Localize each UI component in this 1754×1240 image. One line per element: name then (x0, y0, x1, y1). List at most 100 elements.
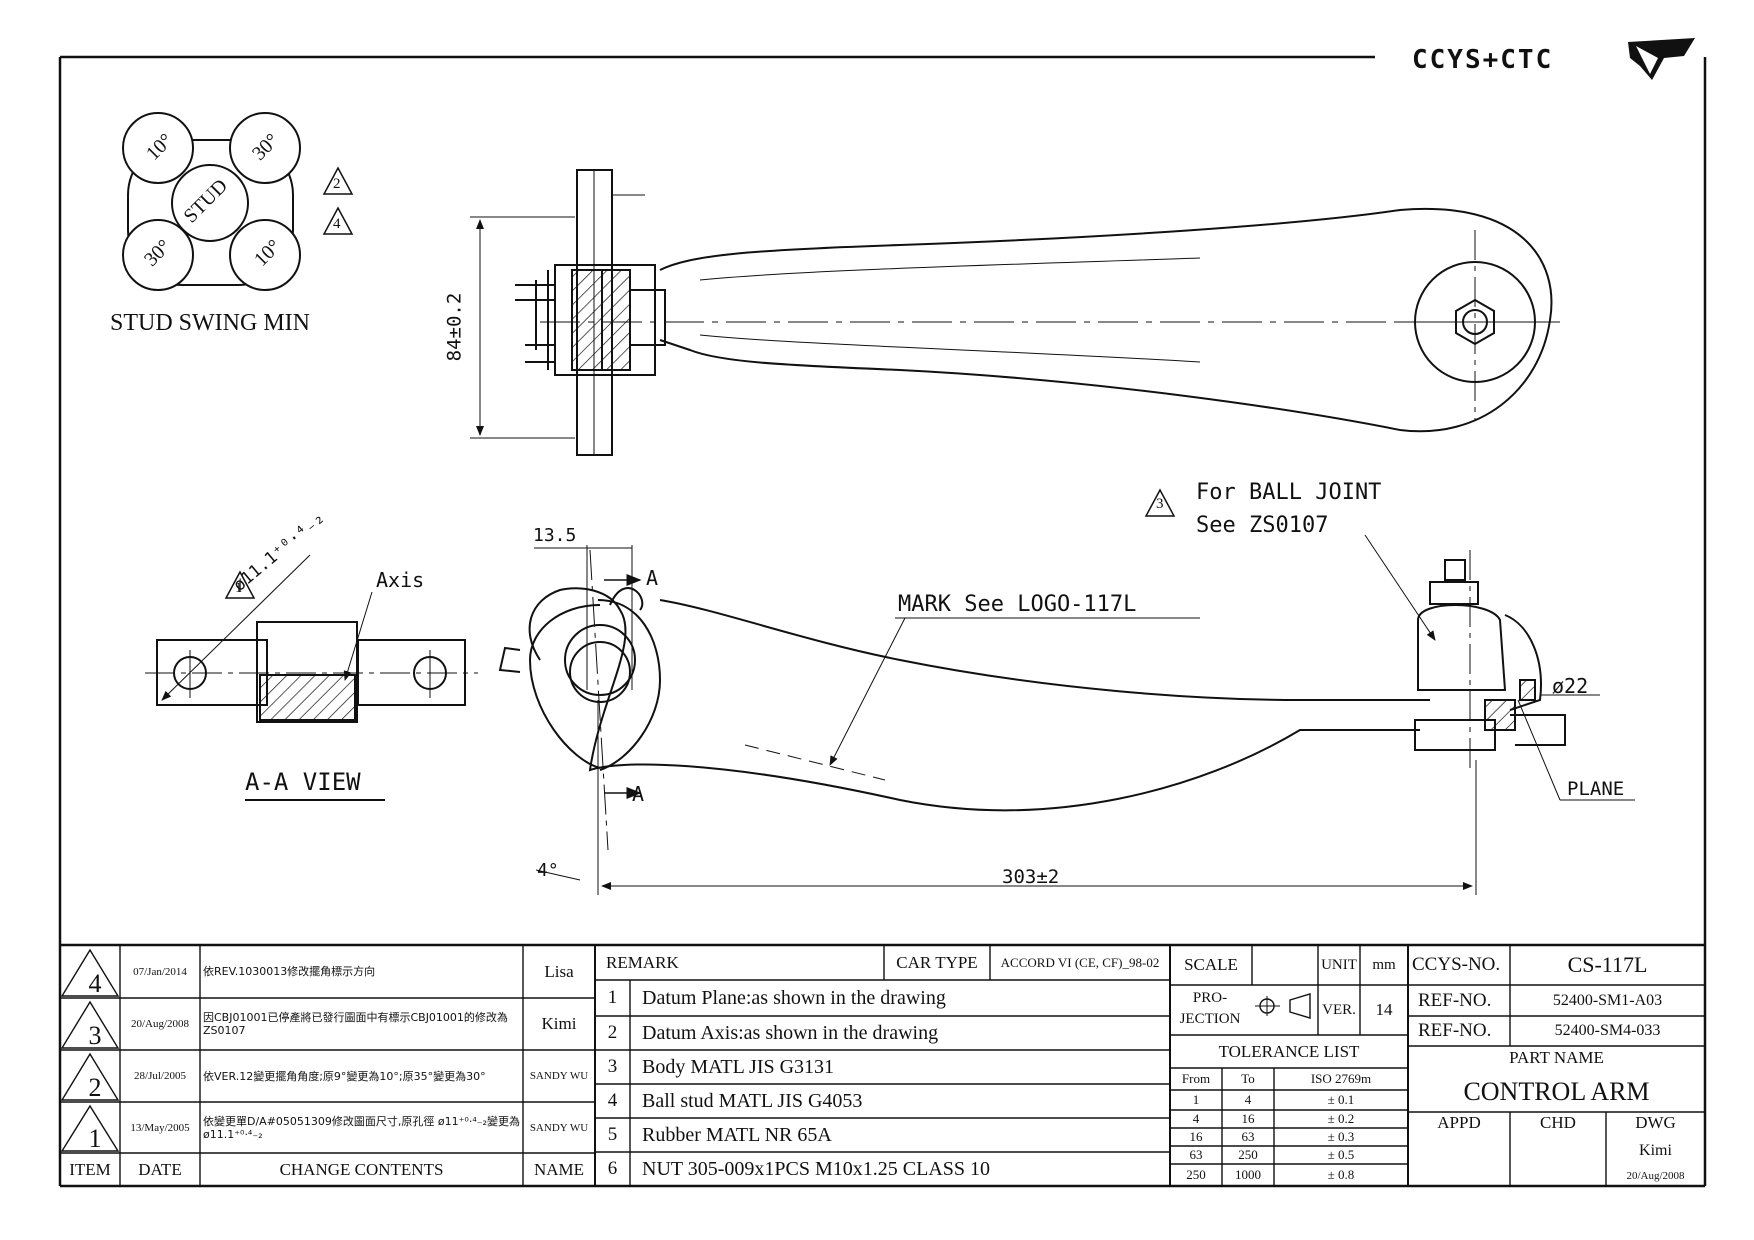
dim-length: 303±2 (1002, 866, 1060, 888)
side-view-arm (498, 488, 1635, 895)
rev-row-1-date: 13/May/2005 (130, 1121, 190, 1134)
remark-1-text: Datum Plane:as shown in the drawing (642, 986, 946, 1009)
dim-22: ø22 (1552, 674, 1589, 698)
rev-row-3-date: 20/Aug/2008 (130, 1018, 190, 1030)
ref-no-2-label: REF-NO. (1418, 1020, 1492, 1041)
remark-3-no: 3 (607, 1056, 618, 1077)
aa-view-title: A-A VIEW (245, 768, 361, 796)
dwg-label: DWG (1635, 1113, 1676, 1132)
title-block-grid (60, 943, 1705, 1186)
remark-3-text: Body MATL JIS G3131 (642, 1055, 835, 1078)
top-view-arm (470, 169, 1560, 456)
stud-swing-label: STUD SWING MIN (110, 310, 310, 336)
ball-joint-note-line2: See ZS0107 (1196, 513, 1329, 538)
remark-2-no: 2 (607, 1022, 618, 1043)
dim-angle: 4° (537, 860, 559, 881)
unit-value: mm (1372, 956, 1396, 973)
rev-row-3-change: 因CBJ01001已停產將已發行圖面中有標示CBJ01001的修改為ZS0107 (203, 1011, 508, 1037)
remark-4-no: 4 (607, 1090, 618, 1111)
chd-label: CHD (1540, 1113, 1576, 1132)
tol-row-5-iso: ± 0.8 (1327, 1167, 1355, 1182)
remark-header: REMARK (606, 952, 679, 972)
rev-header-item: ITEM (69, 1159, 111, 1179)
rev-row-2-name: SANDY WU (529, 1070, 589, 1082)
remark-6-text: NUT 305-009x1PCS M10x1.25 CLASS 10 (642, 1157, 991, 1180)
ball-joint-note-line1: For BALL JOINT (1196, 480, 1382, 505)
tol-row-5-to: 1000 (1235, 1167, 1261, 1182)
rev-row-2-item: 2 (88, 1074, 102, 1102)
tol-header-from: From (1181, 1071, 1211, 1086)
rev-row-3-name: Kimi (541, 1014, 577, 1033)
revision-mark-4: 4 (333, 216, 341, 232)
remark-1-no: 1 (607, 987, 618, 1008)
remark-4-text: Ball stud MATL JIS G4053 (642, 1089, 863, 1112)
ref-no-1-label: REF-NO. (1418, 989, 1492, 1011)
car-type-value: ACCORD VI (CE, CF)_98-02 (1000, 954, 1160, 970)
tol-row-1-iso: ± 0.1 (1327, 1092, 1355, 1107)
axis-label: Axis (376, 568, 425, 592)
rev-header-name: NAME (533, 1159, 585, 1179)
rev-row-1-item: 1 (88, 1125, 102, 1153)
tol-row-2-iso: ± 0.2 (1327, 1111, 1355, 1126)
tol-row-2-to: 16 (1241, 1111, 1255, 1126)
rev-row-3-item: 3 (88, 1022, 102, 1050)
dwg-date: 20/Aug/2008 (1626, 1170, 1685, 1182)
tol-row-4-iso: ± 0.5 (1327, 1147, 1355, 1162)
rev-row-1-change: 依變更單D/A#05051309修改圖面尺寸,原孔徑 ø11⁺⁰·⁴₋₂變更為ø… (203, 1114, 520, 1141)
ball-joint-rev-mark: 3 (1156, 496, 1164, 512)
unit-label: UNIT (1321, 956, 1357, 973)
ver-label: VER. (1322, 1001, 1356, 1018)
plane-label: PLANE (1567, 778, 1625, 800)
scale-label: SCALE (1184, 955, 1238, 974)
dim-height: 84±0.2 (443, 292, 466, 362)
rev-header-change: CHANGE CONTENTS (279, 1159, 444, 1179)
projection-label-1: PRO- (1192, 989, 1228, 1006)
revision-mark-2: 2 (333, 176, 341, 192)
tol-row-3-from: 16 (1189, 1129, 1203, 1144)
remark-2-text: Datum Axis:as shown in the drawing (642, 1021, 939, 1044)
rev-row-4-change: 依REV.1030013修改擺角標示方向 (203, 965, 376, 978)
car-type-label: CAR TYPE (896, 952, 978, 972)
tol-row-3-to: 63 (1241, 1129, 1255, 1144)
tol-row-5-from: 250 (1186, 1167, 1206, 1182)
mark-note: MARK See LOGO-117L (898, 592, 1137, 617)
section-a-bottom: A (632, 782, 645, 806)
stud-swing-diagram (122, 112, 301, 291)
ref-no-2-value: 52400-SM4-033 (1554, 1022, 1661, 1039)
tol-row-1-from: 1 (1192, 1092, 1200, 1107)
tol-row-4-to: 250 (1238, 1147, 1258, 1162)
rev-header-date: DATE (138, 1159, 182, 1179)
rev-row-2-change: 依VER.12變更擺角角度;原9°變更為10°;原35°變更為30° (203, 1069, 486, 1083)
rev-row-4-date: 07/Jan/2014 (133, 965, 187, 978)
remark-6-no: 6 (607, 1158, 618, 1179)
aa-view (145, 554, 478, 801)
rev-row-1-name: SANDY WU (529, 1121, 589, 1134)
tol-row-2-from: 4 (1192, 1111, 1200, 1126)
section-a-top: A (646, 566, 659, 590)
tol-header-to: To (1241, 1071, 1255, 1086)
rev-row-4-item: 4 (88, 970, 102, 998)
tolerance-title: TOLERANCE LIST (1218, 1041, 1360, 1061)
dwg-name: Kimi (1639, 1142, 1672, 1159)
brand-logo (1628, 38, 1695, 80)
projection-label-2: JECTION (1179, 1010, 1241, 1027)
rev-row-2-date: 28/Jul/2005 (134, 1070, 186, 1082)
ver-value: 14 (1375, 1000, 1393, 1019)
ref-no-1-value: 52400-SM1-A03 (1552, 991, 1663, 1009)
ccys-no-label: CCYS-NO. (1412, 954, 1501, 975)
tol-row-4-from: 63 (1189, 1147, 1203, 1162)
ccys-no-value: CS-117L (1567, 952, 1648, 977)
aa-rev-mark: 1 (235, 580, 243, 596)
scale-value (1252, 945, 1318, 985)
revision-triangles-stud (322, 166, 354, 235)
part-name-label: PART NAME (1509, 1048, 1604, 1067)
part-name-value: CONTROL ARM (1463, 1077, 1650, 1106)
tol-row-3-iso: ± 0.3 (1327, 1129, 1355, 1144)
tol-header-iso: ISO 2769m (1310, 1071, 1372, 1086)
remark-5-text: Rubber MATL NR 65A (642, 1123, 832, 1146)
tol-row-1-to: 4 (1244, 1092, 1252, 1107)
rev-row-4-name: Lisa (544, 961, 574, 981)
dim-13-5: 13.5 (533, 525, 577, 546)
brand-logo-text: CCYS+CTC (1412, 45, 1554, 75)
